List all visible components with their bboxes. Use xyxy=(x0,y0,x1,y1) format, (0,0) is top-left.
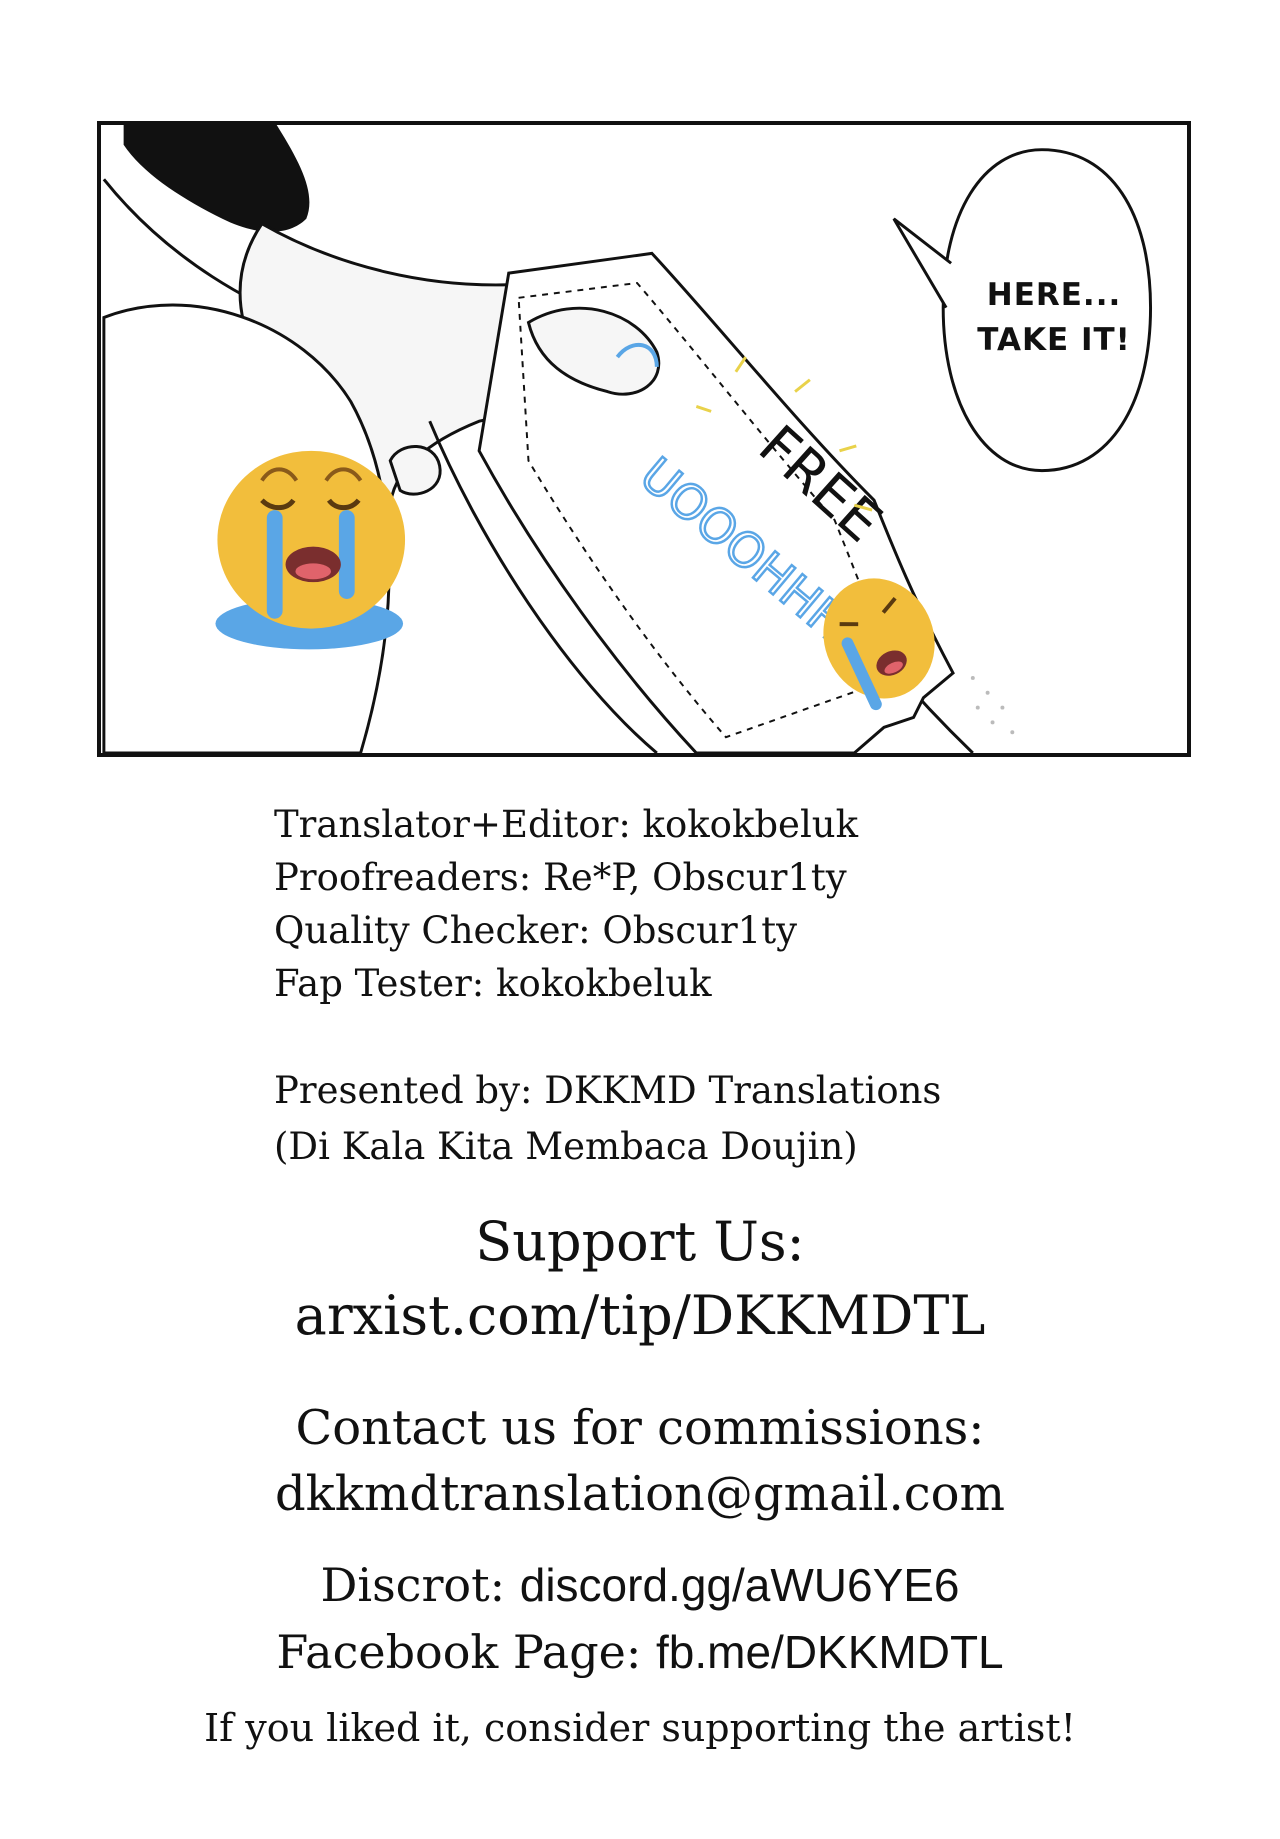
speech-line-1: HERE... xyxy=(986,277,1122,313)
credit-proofreaders: Proofreaders: Re*P, Obscur1ty xyxy=(274,856,847,899)
speech-bubble-text: HERE... TAKE IT! xyxy=(969,273,1139,363)
facebook-line: Facebook Page: fb.me/DKKMDTL xyxy=(0,1619,1280,1686)
credit-quality-checker: Quality Checker: Obscur1ty xyxy=(274,909,797,952)
discord-link[interactable]: discord.gg/aWU6YE6 xyxy=(519,1559,960,1611)
presented-by-block: Presented by: DKKMD Translations (Di Kal… xyxy=(274,1063,1174,1175)
dark-sleeve xyxy=(123,125,310,232)
support-link[interactable]: arxist.com/tip/DKKMDTL xyxy=(294,1284,986,1347)
credit-fap-tester: Fap Tester: kokokbeluk xyxy=(274,962,712,1005)
thumb xyxy=(526,306,661,396)
panel-illustration: FREE UOOOHHHH xyxy=(102,125,1153,753)
discord-label: Discrot: xyxy=(320,1558,506,1612)
facebook-label: Facebook Page: xyxy=(276,1625,642,1679)
discord-line: Discrot: discord.gg/aWU6YE6 xyxy=(0,1552,1280,1619)
facebook-link[interactable]: fb.me/DKKMDTL xyxy=(656,1626,1004,1678)
screentone xyxy=(970,675,1015,735)
credit-translator-editor: Translator+Editor: kokokbeluk xyxy=(274,803,859,846)
finger xyxy=(388,445,442,496)
speech-bubble-tail xyxy=(892,217,952,309)
speech-bubble xyxy=(941,148,1153,473)
support-block: Support Us: arxist.com/tip/DKKMDTL xyxy=(0,1205,1280,1353)
social-block: Discrot: discord.gg/aWU6YE6 Facebook Pag… xyxy=(0,1552,1280,1686)
support-artist-note: If you liked it, consider supporting the… xyxy=(204,1706,1076,1750)
thumb-blue-mark xyxy=(615,342,659,368)
credits-block: Translator+Editor: kokokbeluk Proofreade… xyxy=(274,798,1174,1010)
presented-by-subtitle: (Di Kala Kita Membaca Doujin) xyxy=(274,1125,858,1168)
manga-panel: FREE UOOOHHHH xyxy=(97,121,1191,757)
crying-emoji-left-icon xyxy=(215,450,406,650)
support-heading: Support Us: xyxy=(475,1210,805,1273)
contact-block: Contact us for commissions: dkkmdtransla… xyxy=(0,1395,1280,1527)
contact-heading: Contact us for commissions: xyxy=(295,1400,985,1456)
presented-by-line: Presented by: DKKMD Translations xyxy=(274,1069,942,1112)
lap-line xyxy=(428,420,658,753)
sparkle-lines xyxy=(695,356,873,512)
contact-email[interactable]: dkkmdtranslation@gmail.com xyxy=(274,1466,1006,1522)
speech-line-2: TAKE IT! xyxy=(977,322,1131,358)
crying-emoji-ticket-icon xyxy=(823,578,935,711)
